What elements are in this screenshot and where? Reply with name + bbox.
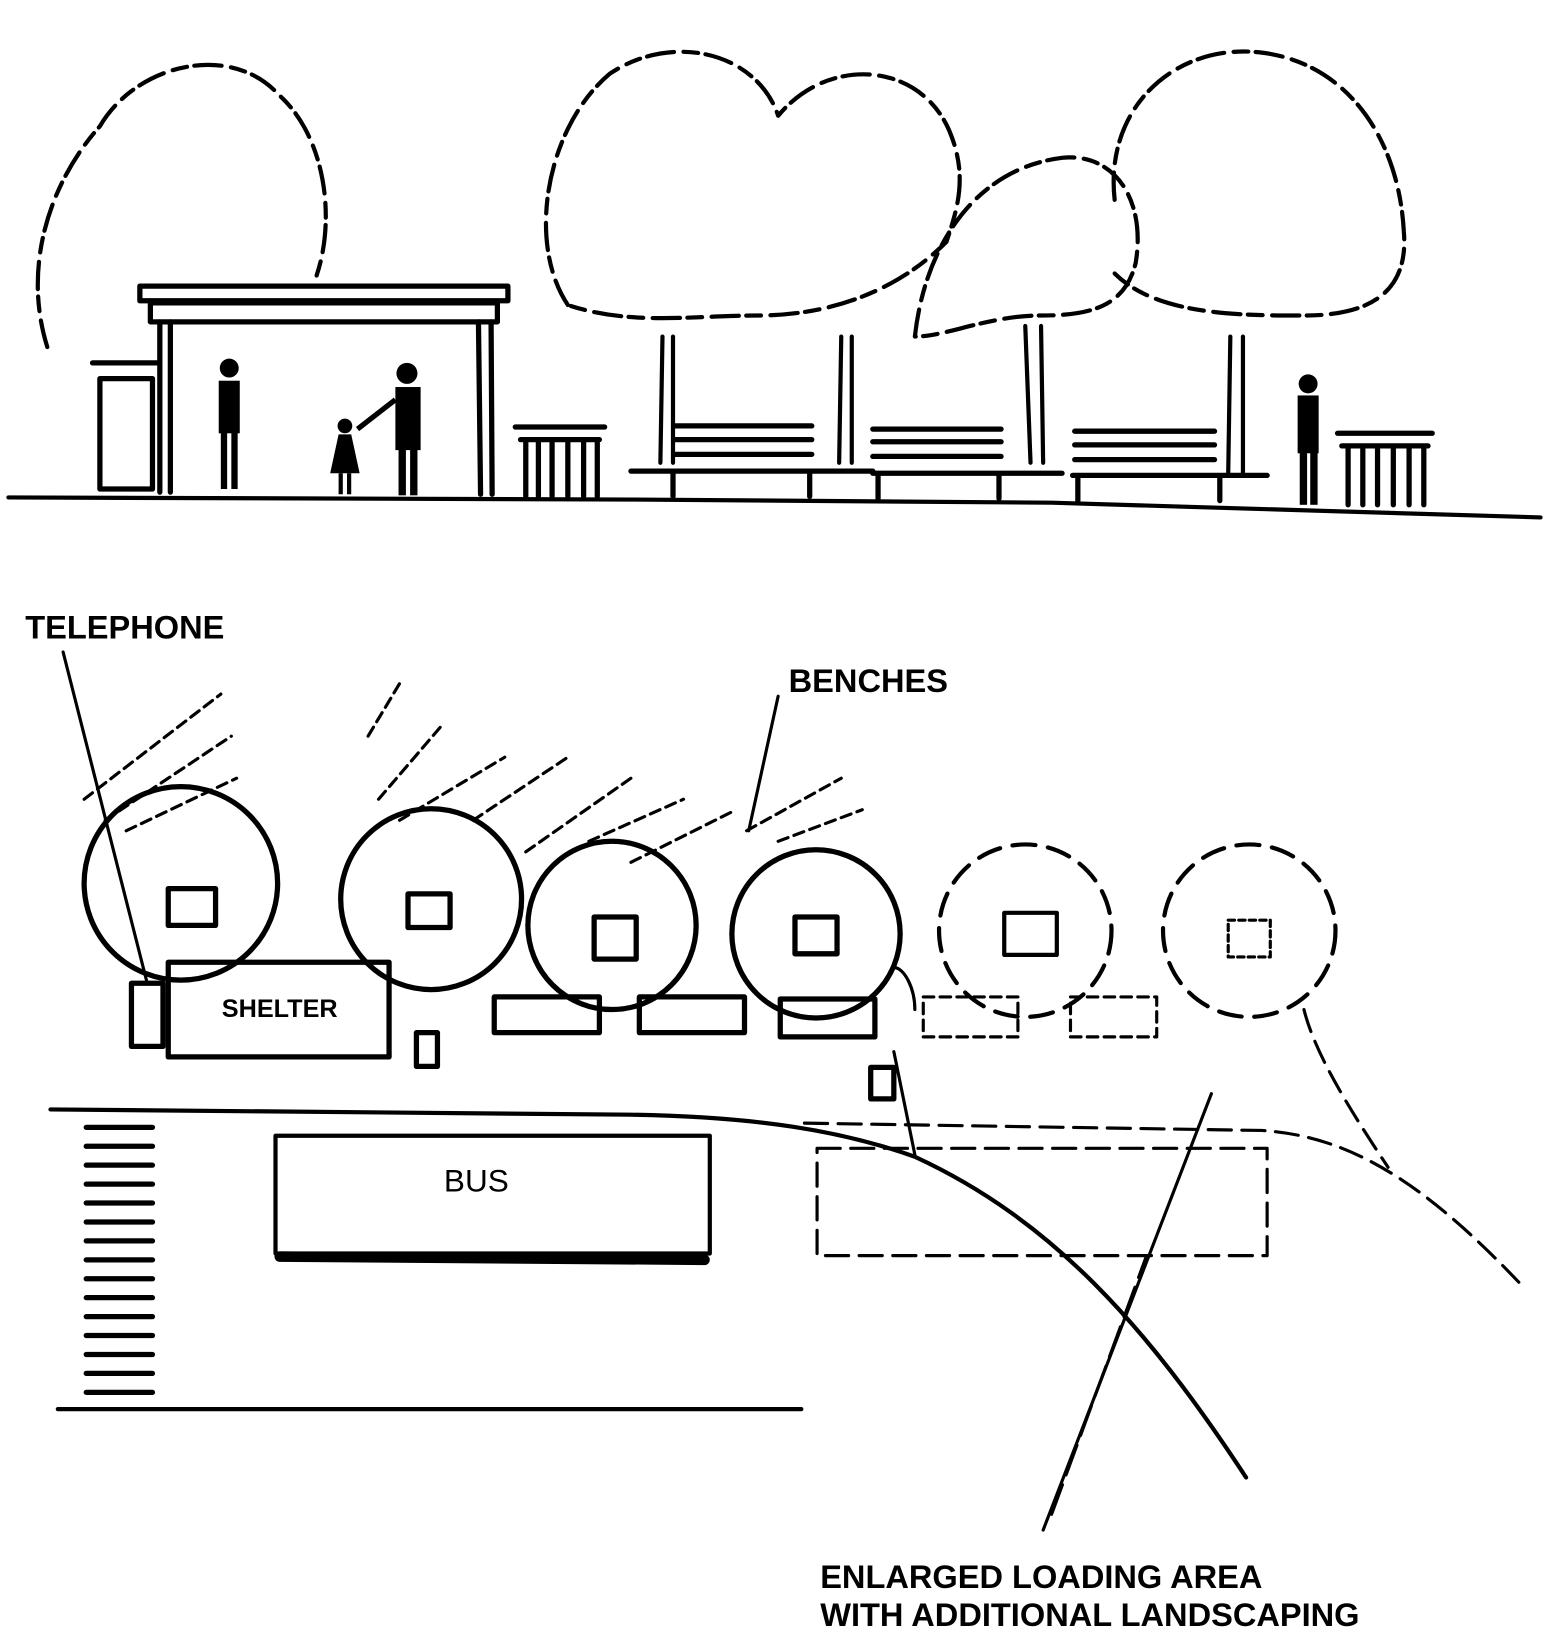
tree-plan (729, 847, 903, 1021)
tree-canopy (543, 49, 962, 321)
bench-plan (636, 994, 748, 1036)
shelter-plan (165, 959, 392, 1060)
bench (628, 423, 876, 500)
proposed-curb-2 (1302, 1007, 1390, 1169)
elevation-view (6, 49, 1543, 520)
ground-line (6, 495, 1543, 520)
crosswalk (83, 1124, 156, 1395)
benches-leader (747, 694, 780, 833)
tree-circles (81, 783, 903, 1021)
people (218, 358, 1319, 505)
tree-canopies (35, 49, 1407, 350)
person (355, 362, 421, 496)
proposed-tree-circles (936, 842, 1338, 1020)
telephone-leader (61, 650, 149, 985)
shelter-post (157, 319, 173, 495)
plan-view: SHELTER BUS TELEPHONE BENCHES ENLARGED L… (25, 608, 1522, 1633)
bench (1069, 428, 1270, 504)
proposed-bench (921, 995, 1020, 1039)
loading-area-label-1: ENLARGED LOADING AREA (820, 1558, 1262, 1595)
trash-bin-plan (868, 1064, 897, 1102)
walk-line (892, 965, 917, 1157)
benches-elevation (512, 423, 1435, 508)
shelter-post (475, 319, 495, 497)
person (1297, 374, 1319, 505)
tree-trunks (658, 323, 1246, 476)
shelter-elevation (89, 283, 511, 497)
tree-canopy (912, 155, 1140, 339)
tree-plan (525, 838, 699, 1013)
trash-bin (1334, 430, 1435, 508)
proposed-tree-plan (1160, 842, 1338, 1020)
child (330, 418, 360, 495)
proposed-bench (1068, 995, 1159, 1039)
tree-canopy (1111, 49, 1407, 318)
loading-area-label-2: WITH ADDITIONAL LANDSCAPING (820, 1596, 1359, 1633)
tree-plan (81, 783, 281, 983)
bench-plan (491, 994, 603, 1036)
tree-plan (338, 806, 525, 993)
trash-bin (512, 424, 608, 500)
benches-label: BENCHES (789, 662, 948, 699)
bench-plan (777, 996, 878, 1040)
proposed-curb (802, 1121, 1522, 1285)
telephone-label: TELEPHONE (25, 608, 224, 645)
telephone-plan (128, 980, 166, 1049)
tree-grates (165, 885, 1272, 962)
landscape-hatching (82, 681, 864, 864)
benches-plan (413, 994, 1159, 1102)
proposed-bus-area (815, 1146, 1269, 1258)
loading-leader-b (1049, 1255, 1148, 1516)
curb-line (48, 1107, 1249, 1480)
shelter-roof (137, 283, 511, 304)
bus-label: BUS (444, 1162, 509, 1198)
tree-canopy (35, 62, 328, 350)
shelter-label: SHELTER (222, 995, 338, 1023)
bench (870, 426, 1065, 502)
trash-bin-plan (413, 1030, 441, 1069)
proposed-tree-plan (936, 842, 1114, 1020)
person (218, 358, 240, 490)
telephone-booth (97, 375, 156, 492)
